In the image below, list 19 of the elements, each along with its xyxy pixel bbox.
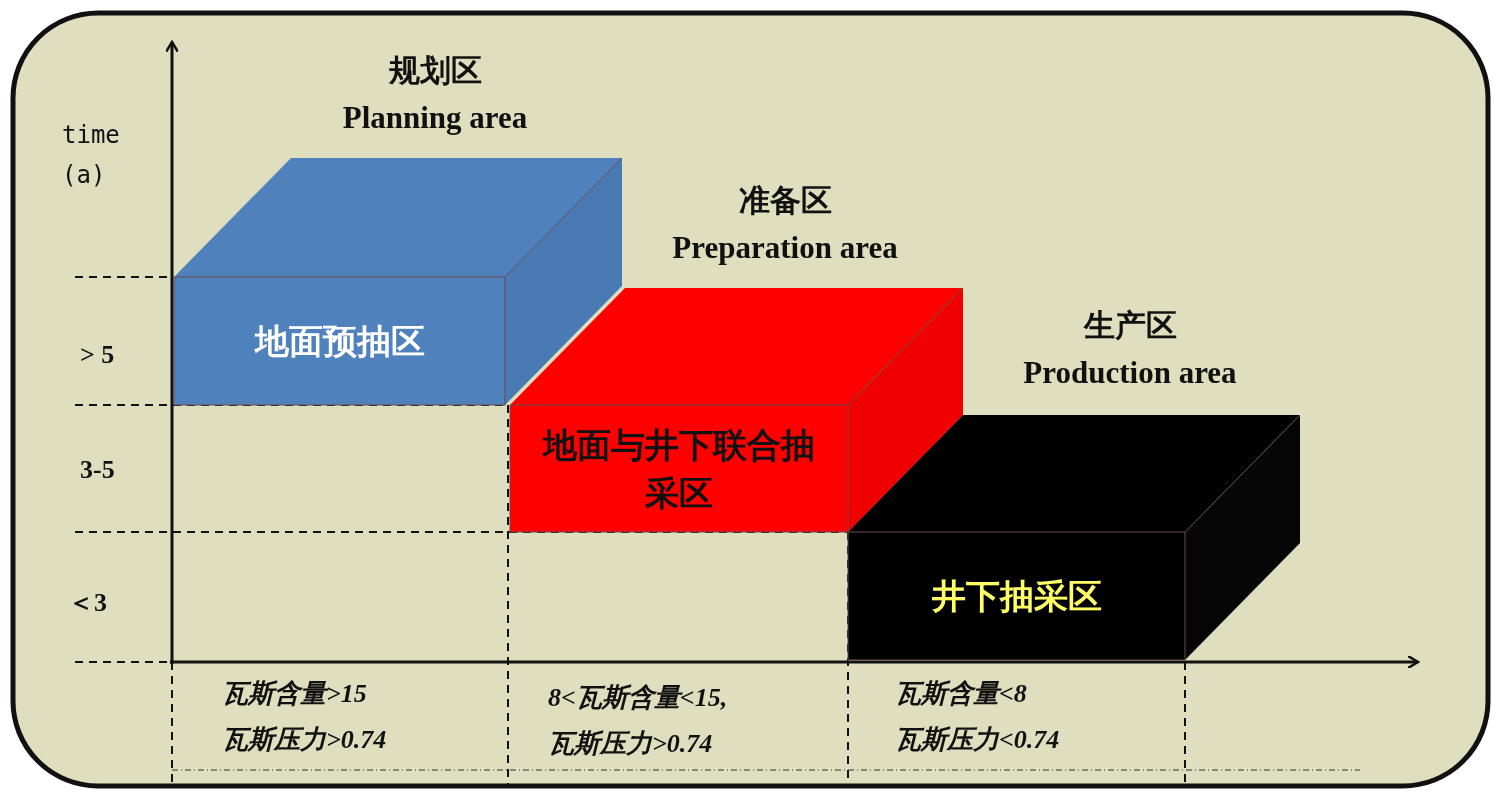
zone-label: 地面与井下联合抽采区 — [541, 423, 816, 515]
axis-tick-label: ＜3 — [68, 587, 107, 619]
axis-tick-label: > 5 — [80, 340, 115, 370]
condition-text: 瓦斯压力<0.74 — [895, 724, 1060, 756]
condition-text: 瓦斯压力>0.74 — [548, 728, 713, 760]
condition-text: 瓦斯含量>15 — [222, 678, 367, 710]
zone-heading: Preparation area — [671, 229, 899, 267]
axis-title: time (a) — [62, 120, 121, 191]
zone-heading: 规划区 — [387, 51, 483, 90]
condition-text: 瓦斯含量<8 — [895, 678, 1027, 710]
condition-text: 8<瓦斯含量<15, — [548, 682, 728, 714]
condition-text: 瓦斯压力>0.74 — [222, 724, 387, 756]
zone-heading: Production area — [1022, 354, 1238, 392]
zone-heading: Planning area — [341, 99, 529, 137]
zone-heading: 生产区 — [1082, 306, 1178, 345]
zone-label: 地面预抽区 — [254, 320, 425, 363]
zone-heading: 准备区 — [737, 181, 833, 220]
zone-label: 井下抽采区 — [931, 575, 1102, 618]
axis-tick-label: 3-5 — [80, 455, 115, 485]
